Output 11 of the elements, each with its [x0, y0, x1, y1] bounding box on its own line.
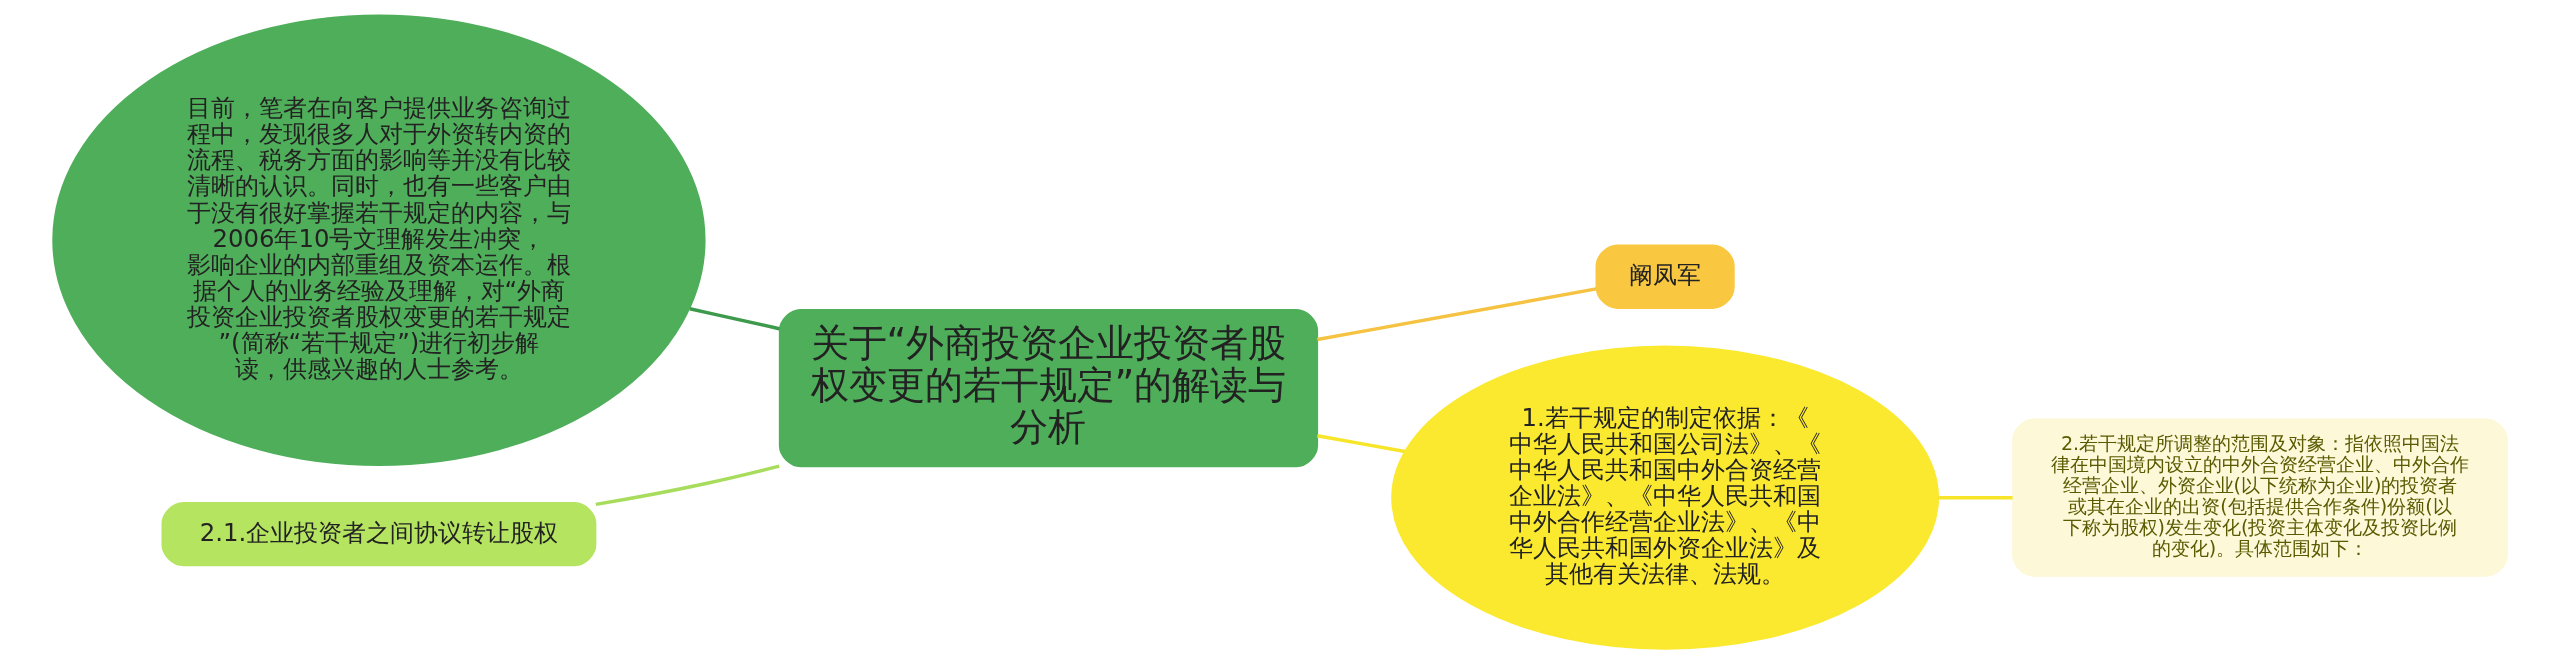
connector	[1317, 434, 1406, 454]
node-box: 阚凤军	[1595, 244, 1735, 309]
node-ellipse: 目前，笔者在向客户提供业务咨询过程中，发现很多人对于外资转内资的流程、税务方面的影响等并没有比较清晰的认识。同时，也有一些客户由于没有很好掌握若干规定的内容，与2006年10号文理解发生冲突，影响企业的内部重组及资本运作。根据个人的业务经验及理解，对“外商投资企业投资者股权变更的若干规定”(简称“若干规定”)进行初步解读，供感兴趣的人士参考。	[52, 14, 706, 466]
node-box: 2.若干规定所调整的范围及对象：指依照中国法律在中国境内设立的中外合资经营企业、中外合作经营企业、外资企业(以下统称为企业)的投资者或其在企业的出资(包括提供合作条件)份额(以下称为股权)发生变化(投资主体变化及投资比例的变化)。具体范围如下：	[2012, 418, 2508, 577]
node-box: 关于“外商投资企业投资者股权变更的若干规定”的解读与分析	[778, 308, 1319, 468]
node-box: 2.1.企业投资者之间协议转让股权	[161, 502, 597, 567]
connector	[689, 307, 780, 331]
connector	[1938, 495, 2013, 500]
node-ellipse: 1.若干规定的制定依据：《中华人民共和国公司法》、《中华人民共和国中外合资经营企业法》、《中华人民共和国中外合作经营企业法》、《中华人民共和国外资企业法》及其他有关法律、法规。	[1391, 345, 1940, 650]
connector	[595, 464, 780, 507]
connector	[1317, 287, 1597, 342]
